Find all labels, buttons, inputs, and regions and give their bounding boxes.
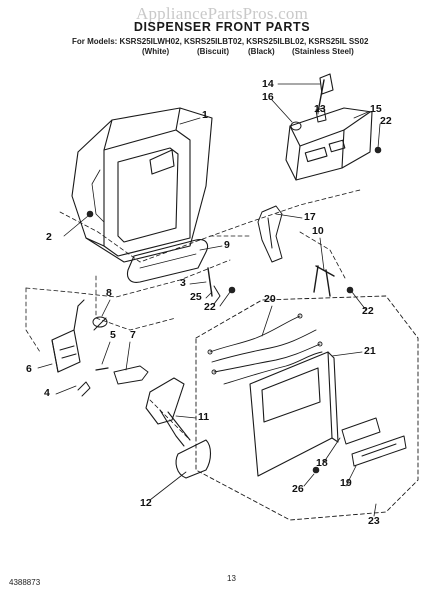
- callout-7: 7: [130, 329, 136, 341]
- callout-10: 10: [312, 225, 324, 237]
- dispenser-lever-part: [145, 377, 191, 447]
- pivot-pin-part: [313, 265, 335, 297]
- screw-parts: [86, 146, 382, 474]
- solenoid-part: [92, 316, 108, 331]
- page-number: 13: [227, 574, 236, 583]
- watermark: AppliancePartsPros.com: [135, 4, 308, 23]
- callout-8: 8: [106, 287, 112, 299]
- callout-5: 5: [110, 329, 116, 341]
- model-list: For Models: KSRS25ILWH02, KSRS25ILBT02, …: [72, 37, 369, 46]
- callout-16: 16: [262, 91, 274, 103]
- callout-14: 14: [262, 78, 274, 90]
- switch-assembly-part: [51, 299, 85, 373]
- clip-parts: [207, 267, 221, 305]
- callout-26: 26: [292, 483, 304, 495]
- callout-21: 21: [364, 345, 376, 357]
- control-housing-part: [285, 73, 373, 181]
- callout-1: 1: [202, 109, 208, 121]
- callout-22-middle: 22: [204, 301, 216, 313]
- finish-label-biscuit: (Biscuit): [197, 47, 229, 56]
- dispenser-housing-part: [71, 107, 213, 263]
- kit-boundary: [195, 295, 419, 521]
- callout-17: 17: [304, 211, 316, 223]
- callout-23: 23: [368, 515, 380, 527]
- page-title: DISPENSER FRONT PARTS: [133, 20, 311, 34]
- small-switch-parts: [290, 107, 327, 131]
- callout-2: 2: [46, 231, 52, 243]
- callout-18: 18: [316, 457, 328, 469]
- callout-6: 6: [26, 363, 32, 375]
- callout-22-right: 22: [362, 305, 374, 317]
- control-panel-part: [249, 351, 339, 477]
- drip-tray-part: [126, 239, 209, 283]
- callout-3: 3: [180, 277, 186, 289]
- callout-20: 20: [264, 293, 276, 305]
- leader-lines: [37, 83, 381, 517]
- finish-label-black: (Black): [248, 47, 275, 56]
- finish-label-white: (White): [142, 47, 170, 56]
- callout-25: 25: [190, 291, 202, 303]
- callout-22-top: 22: [380, 115, 392, 127]
- callout-19: 19: [340, 477, 352, 489]
- lever-bracket-part: [257, 205, 283, 263]
- callout-12: 12: [140, 497, 152, 509]
- spring-and-lever-parts: [77, 365, 149, 397]
- callout-11: 11: [198, 411, 210, 423]
- callout-4: 4: [44, 387, 50, 399]
- control-board-part: [341, 417, 407, 467]
- finish-label-stainless: (Stainless Steel): [292, 47, 354, 56]
- wire-harness-part: [207, 313, 323, 385]
- callout-15: 15: [370, 103, 382, 115]
- callout-13: 13: [314, 103, 326, 115]
- callout-9: 9: [224, 239, 230, 251]
- lever-pad-part: [175, 439, 212, 479]
- document-number: 4388873: [9, 578, 41, 587]
